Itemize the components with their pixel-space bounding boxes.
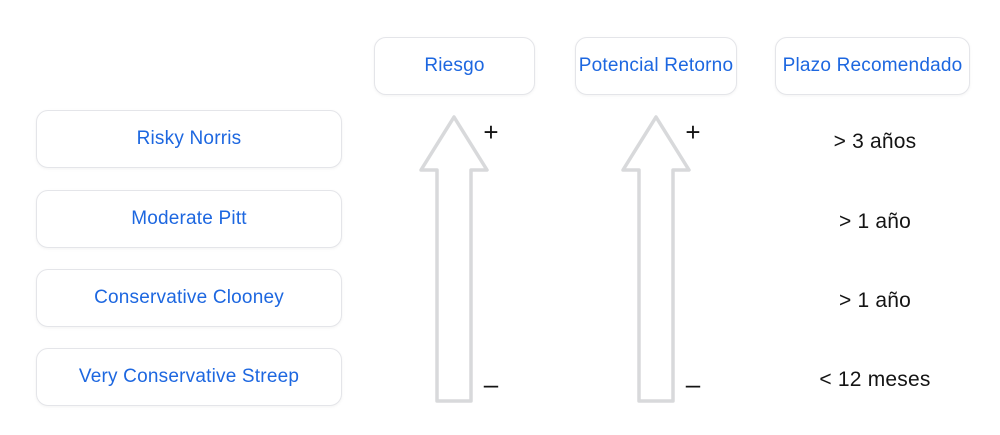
fund-box-risky-norris: Risky Norris (36, 110, 342, 168)
fund-box-conservative-clooney: Conservative Clooney (36, 269, 342, 327)
riesgo-up-arrow-icon (419, 115, 489, 403)
potencial-retorno-minus-label: – (685, 369, 701, 399)
column-header-riesgo: Riesgo (374, 37, 535, 95)
potencial-retorno-plus-label: + (685, 117, 701, 147)
riesgo-minus-label: – (483, 369, 499, 399)
fund-label: Moderate Pitt (131, 208, 247, 229)
column-header-label: Riesgo (424, 54, 485, 76)
fund-box-moderate-pitt: Moderate Pitt (36, 190, 342, 248)
potencial-retorno-up-arrow-icon (621, 115, 691, 403)
plazo-value-moderate-pitt: > 1 año (838, 210, 912, 233)
fund-box-very-conservative-streep: Very Conservative Streep (36, 348, 342, 406)
plazo-value-risky-norris: > 3 años (833, 130, 917, 153)
riesgo-plus-label: + (483, 117, 499, 147)
column-header-label: Potencial Retorno (578, 54, 734, 76)
column-header-potencial-retorno: Potencial Retorno (575, 37, 737, 95)
fund-label: Risky Norris (136, 128, 242, 149)
plazo-value-very-conservative-streep: < 12 meses (819, 368, 931, 391)
column-header-label: Plazo Recomendado (782, 54, 963, 76)
fund-label: Very Conservative Streep (78, 366, 300, 387)
fund-label: Conservative Clooney (94, 287, 284, 308)
column-header-plazo-recomendado: Plazo Recomendado (775, 37, 970, 95)
plazo-value-conservative-clooney: > 1 año (838, 289, 912, 312)
